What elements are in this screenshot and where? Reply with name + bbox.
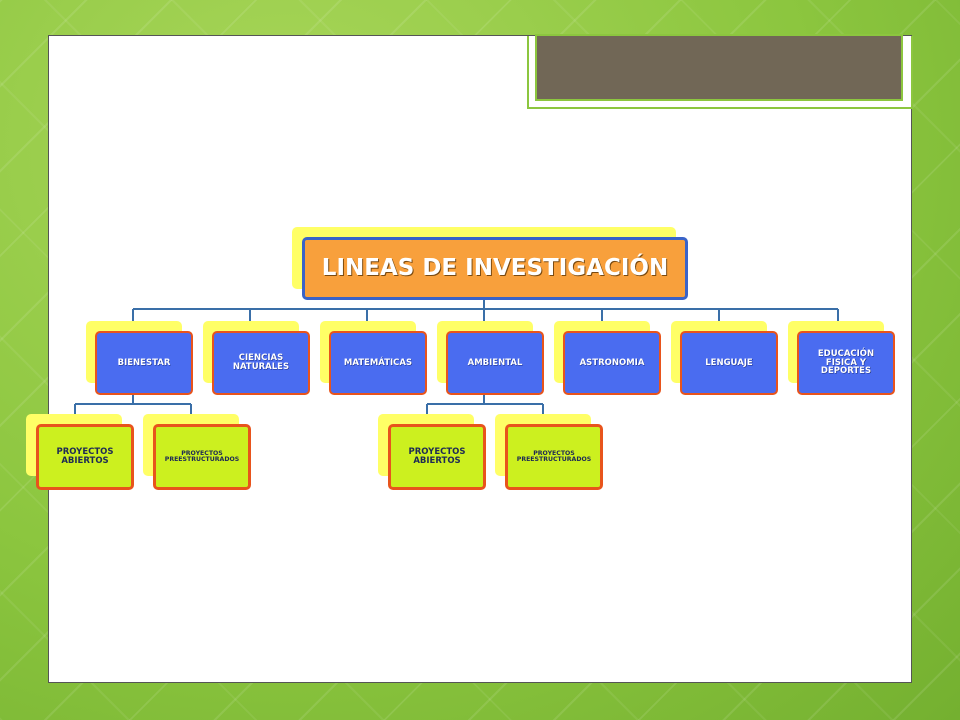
category-bienestar: BIENESTAR <box>95 331 193 395</box>
title-frame <box>527 36 913 109</box>
bienestar-proyectos-preestructurados: PROYECTOS PREESTRUCTURADOS <box>153 424 251 490</box>
title-bar <box>535 34 903 101</box>
category-ciencias-naturales: CIENCIAS NATURALES <box>212 331 310 395</box>
category-lenguaje: LENGUAJE <box>680 331 778 395</box>
category-astronomia: ASTRONOMIA <box>563 331 661 395</box>
ambiental-proyectos-abiertos: PROYECTOS ABIERTOS <box>388 424 486 490</box>
category-matematicas: MATEMÁTICAS <box>329 331 427 395</box>
root-label: LINEAS DE INVESTIGACIÓN <box>321 255 669 282</box>
bienestar-proyectos-abiertos: PROYECTOS ABIERTOS <box>36 424 134 490</box>
category-educacion-fisica: EDUCACIÓN FISICA Y DEPORTES <box>797 331 895 395</box>
title-placeholder <box>527 34 913 109</box>
ambiental-proyectos-preestructurados: PROYECTOS PREESTRUCTURADOS <box>505 424 603 490</box>
category-ambiental: AMBIENTAL <box>446 331 544 395</box>
root-node: LINEAS DE INVESTIGACIÓN <box>302 237 688 300</box>
